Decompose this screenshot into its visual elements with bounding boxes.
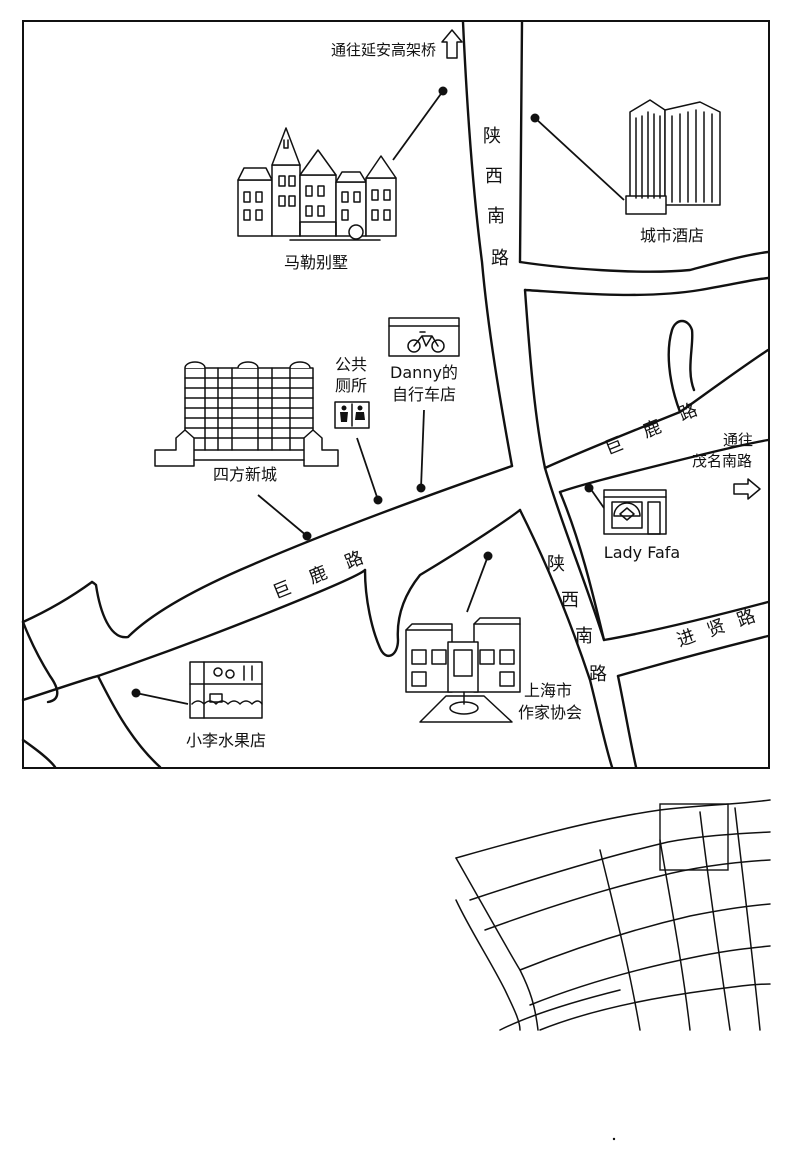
sifang-label: 四方新城 — [213, 465, 277, 484]
road-char: 南 — [487, 206, 505, 227]
leader-moller — [392, 90, 444, 161]
danny-label-line1: Danny的 — [390, 363, 458, 382]
lady-fafa-block-top — [558, 438, 770, 494]
shaanxi-road-east-edge-upper — [518, 20, 524, 264]
dot-danny — [416, 483, 426, 493]
middle-block-top-edge — [523, 276, 770, 297]
locator-highlight-box — [659, 803, 729, 871]
moller-villa-icon — [237, 127, 397, 241]
lower-left-block-edge — [96, 674, 162, 769]
toilet-label-line2: 厕所 — [335, 376, 367, 395]
jinxian-road-south-edge — [616, 634, 770, 678]
lady-fafa-label: Lady Fafa — [604, 543, 680, 562]
leader-lines — [131, 86, 625, 705]
dot-moller — [438, 86, 448, 96]
arrow-right-icon — [733, 478, 761, 500]
road-char: 西 — [485, 166, 503, 187]
shaanxi-road-west-edge-upper — [461, 20, 514, 468]
dot-writers — [483, 551, 493, 561]
lady-fafa-block-bottom — [558, 490, 770, 642]
dot-sifang — [302, 531, 312, 541]
shaanxi-road-west-edge-lower — [518, 508, 614, 769]
city-hotel-label: 城市酒店 — [640, 226, 704, 245]
dot-toilet — [373, 495, 383, 505]
shaanxi-road-east-edge-lower — [543, 466, 606, 642]
dot-fafa — [584, 483, 594, 493]
fruit-shop-icon — [189, 661, 263, 719]
julu-road-south-loop — [363, 508, 522, 658]
sifang-building-icon — [154, 361, 339, 467]
julu-road-south-edge-left — [96, 568, 367, 678]
yanan-direction-label: 通往延安高架桥 — [331, 41, 436, 59]
julu-road-north-edge-left — [90, 464, 514, 639]
stray-dot — [612, 1137, 616, 1141]
moller-villa-label: 马勒别墅 — [284, 253, 348, 272]
road-char: 路 — [589, 664, 607, 685]
leader-writers — [466, 555, 489, 613]
arrow-up-icon — [441, 29, 463, 59]
lower-left-corner — [21, 738, 57, 769]
dot-xiaoli — [131, 688, 141, 698]
toilet-label-line1: 公共 — [335, 355, 367, 374]
leader-toilet — [356, 437, 379, 501]
leader-danny — [420, 409, 425, 489]
maoming-direction-label-line2: 茂名南路 — [692, 452, 752, 470]
road-char: 陕 — [547, 554, 565, 575]
road-char: 陕 — [483, 126, 501, 147]
julu-road-south-edge-far-left — [21, 674, 100, 702]
road-char: 路 — [491, 248, 509, 269]
leader-xiaoli — [135, 692, 189, 705]
julu-road-north-edge-right — [678, 348, 770, 414]
writers-label-line1: 上海市 — [524, 681, 572, 700]
julu-road-north-edge-far-left — [21, 580, 94, 624]
hotel-block-bottom-edge — [518, 250, 770, 273]
city-hotel-icon — [625, 99, 721, 215]
leader-sifang — [257, 494, 308, 537]
leader-fafa — [589, 487, 605, 509]
road-network — [21, 20, 770, 769]
toilet-icon — [334, 401, 370, 429]
lower-right-block-left — [616, 674, 638, 769]
dot-hotel — [530, 113, 540, 123]
left-small-block — [21, 620, 59, 704]
road-char: 南 — [575, 626, 593, 647]
writers-label-line2: 作家协会 — [518, 703, 582, 722]
maoming-direction-label-line1: 通往 — [723, 431, 753, 449]
lady-fafa-icon — [603, 489, 667, 535]
writers-association-icon — [405, 617, 521, 723]
danny-label-line2: 自行车店 — [392, 385, 456, 404]
julu-road-loop — [667, 319, 696, 414]
place-labels: 马勒别墅 城市酒店 公共 厕所 Danny的 自行车店 四方新城 Lady Fa… — [186, 226, 704, 750]
bike-shop-icon — [388, 317, 460, 357]
leader-hotel — [534, 117, 625, 201]
xiaoli-label: 小李水果店 — [186, 731, 266, 750]
road-char: 西 — [561, 590, 579, 611]
locator-inset-map — [455, 799, 771, 1031]
